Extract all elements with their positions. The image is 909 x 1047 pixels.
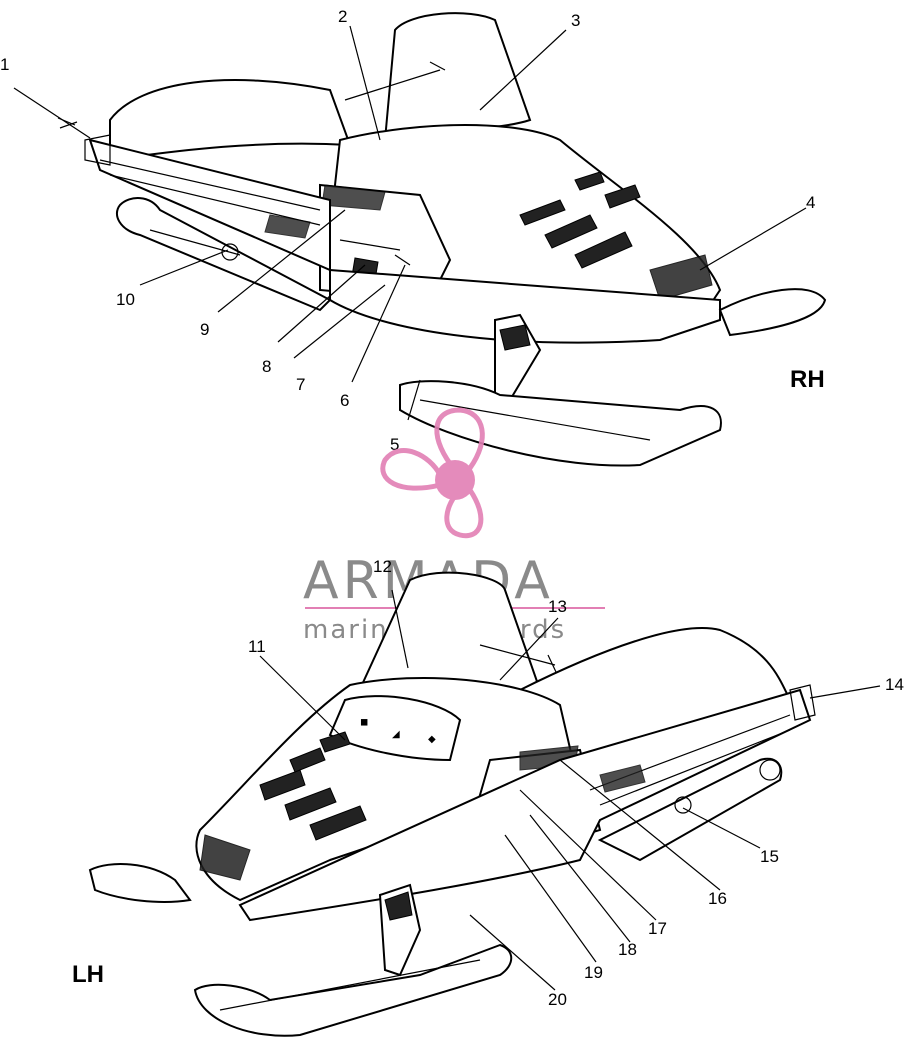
callout-14: 14 bbox=[885, 675, 904, 694]
callout-7: 7 bbox=[296, 375, 305, 394]
rh-callouts: 1 2 3 4 5 6 7 8 9 10 RH bbox=[0, 7, 825, 454]
view-label-lh: LH bbox=[72, 961, 104, 988]
callout-13: 13 bbox=[548, 597, 567, 616]
rh-snowmobile-illustration bbox=[84, 12, 827, 467]
callout-20: 20 bbox=[548, 990, 567, 1009]
svg-text:◼: ◼ bbox=[360, 717, 368, 728]
svg-text:◢: ◢ bbox=[392, 729, 400, 740]
callout-6: 6 bbox=[340, 391, 349, 410]
callout-10: 10 bbox=[116, 290, 135, 309]
callout-1: 1 bbox=[0, 55, 9, 74]
callout-5: 5 bbox=[390, 435, 399, 454]
svg-text:◆: ◆ bbox=[428, 734, 436, 745]
callout-9: 9 bbox=[200, 320, 209, 339]
view-label-rh: RH bbox=[790, 366, 825, 393]
callout-19: 19 bbox=[584, 963, 603, 982]
lh-leader-lines bbox=[259, 589, 881, 991]
callout-4: 4 bbox=[806, 193, 815, 212]
callout-11: 11 bbox=[248, 637, 266, 656]
callout-3: 3 bbox=[571, 11, 580, 30]
propeller-logo-icon bbox=[380, 407, 485, 539]
callout-2: 2 bbox=[338, 7, 347, 26]
lh-callouts: 11 12 13 14 15 16 17 18 19 20 LH bbox=[72, 557, 904, 1009]
rh-leader-lines bbox=[13, 25, 807, 421]
callout-18: 18 bbox=[618, 940, 637, 959]
callout-16: 16 bbox=[708, 889, 727, 908]
callout-8: 8 bbox=[262, 357, 271, 376]
callout-12: 12 bbox=[373, 557, 392, 576]
callout-15: 15 bbox=[760, 847, 779, 866]
lh-snowmobile-illustration: ◼ ◢ ◆ bbox=[88, 571, 816, 1037]
callout-17: 17 bbox=[648, 919, 667, 938]
